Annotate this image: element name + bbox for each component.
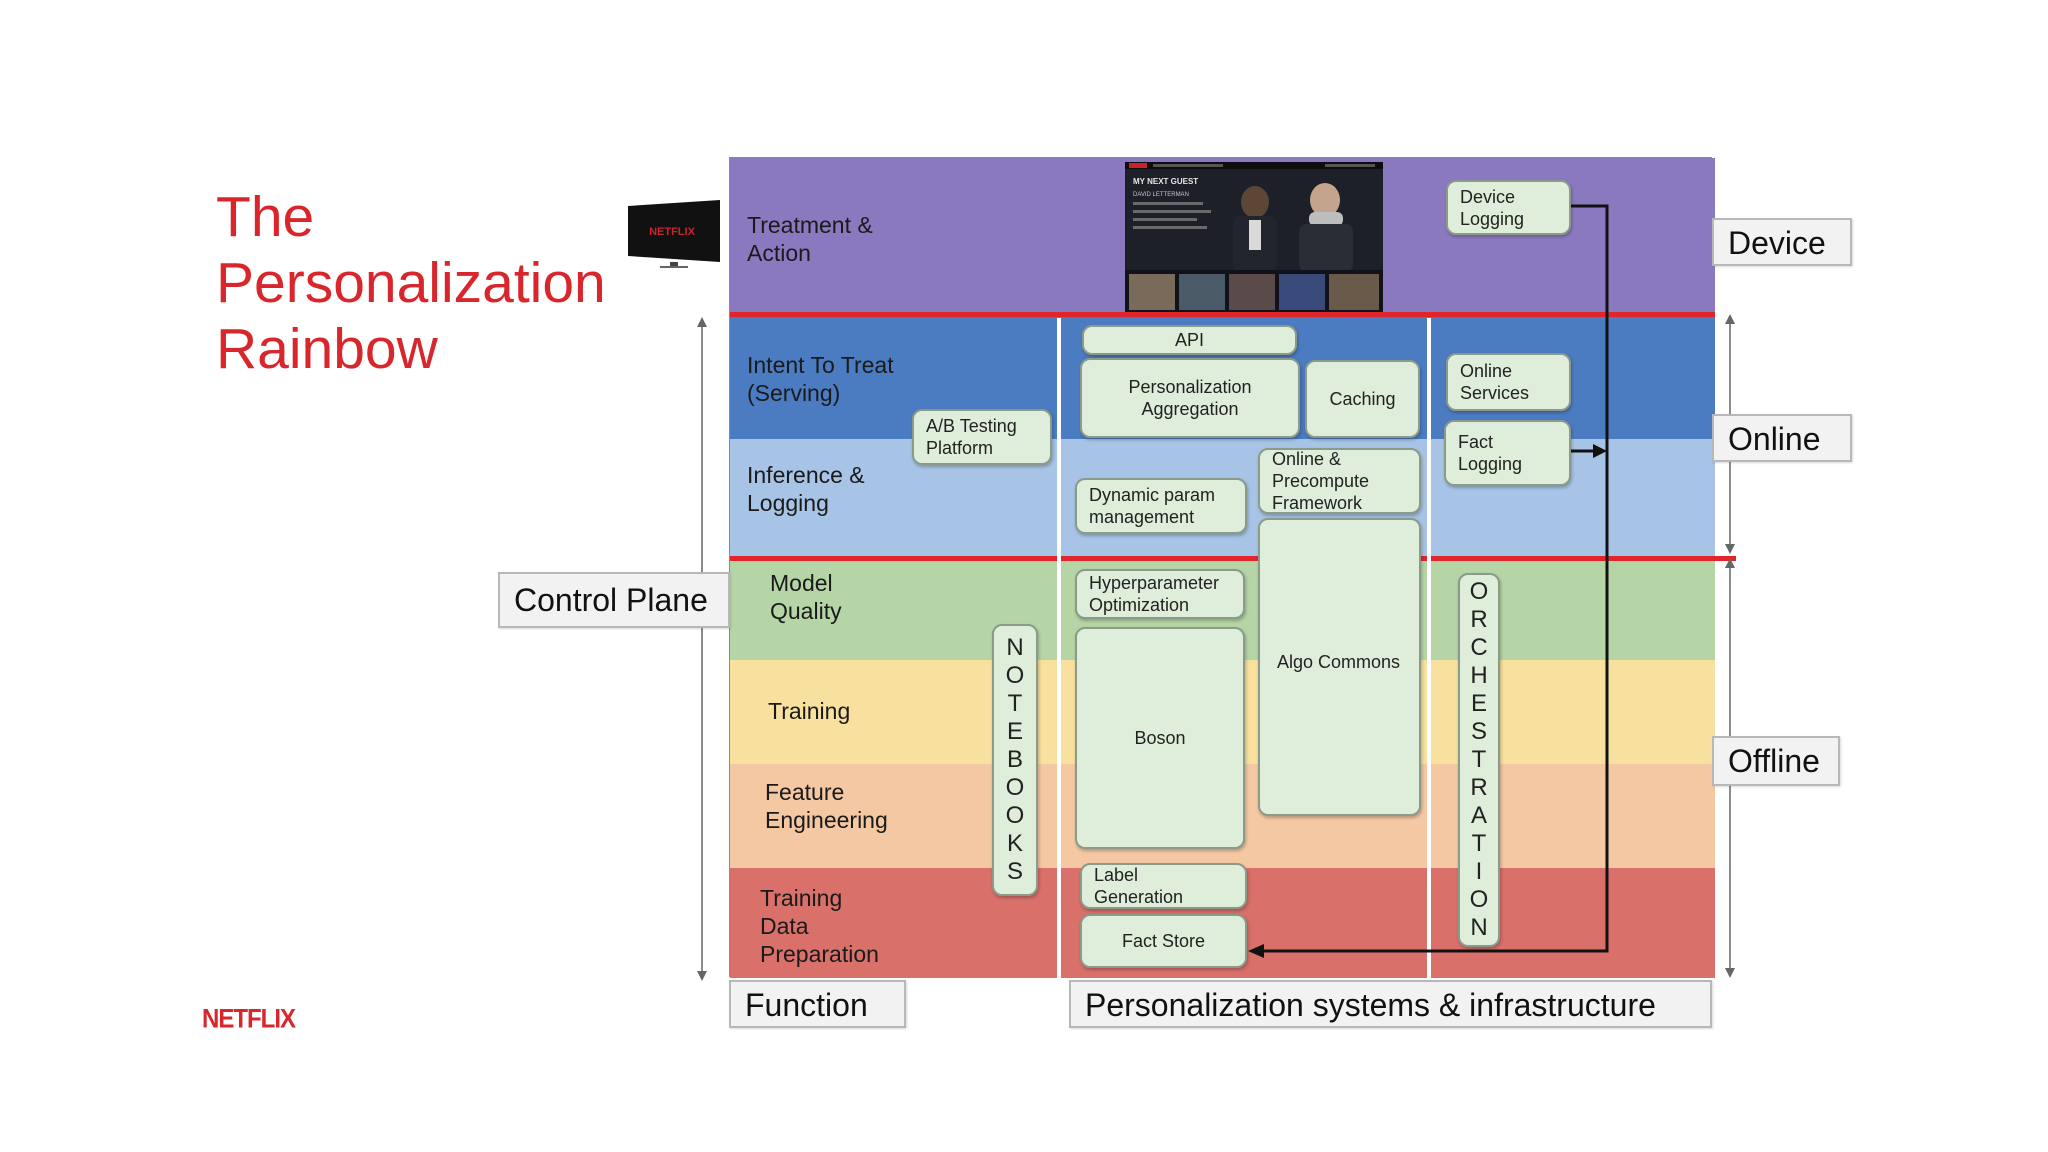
orchestration-letter: O	[1469, 578, 1489, 605]
notebooks-letter: T	[1007, 690, 1023, 717]
algo-commons-box	[1258, 518, 1421, 816]
orchestration-letter: T	[1471, 746, 1487, 773]
orchestration-letter: H	[1470, 662, 1488, 689]
orchestration-letter: I	[1475, 858, 1483, 885]
device-logging-to-fact-store-arrow	[1253, 204, 1609, 953]
band-label-training: Training	[768, 698, 851, 724]
column-separator-right	[1427, 318, 1431, 978]
notebooks-letter: S	[1006, 858, 1023, 885]
online-services-box: Online Services	[1446, 353, 1571, 411]
boson-box: Boson	[1075, 627, 1245, 849]
screenshot-subheader: DAVID LETTERMAN	[1133, 192, 1189, 198]
band-label-inference: Inference & Logging	[747, 462, 865, 516]
device-logging-box: Device Logging	[1446, 180, 1571, 235]
screenshot-header: MY NEXT GUEST	[1133, 177, 1198, 186]
dynamic-param-management-box: Dynamic param management	[1075, 478, 1247, 534]
orchestration-box: O R C H E S T R A T I O N	[1458, 573, 1500, 947]
ab-testing-platform-box: A/B Testing Platform	[912, 409, 1052, 465]
notebooks-letter: K	[1006, 830, 1023, 857]
column-separator-left	[1057, 318, 1061, 978]
label-generation-box: Label Generation	[1080, 863, 1247, 909]
notebooks-letter: B	[1006, 746, 1023, 773]
orchestration-letter: T	[1471, 830, 1487, 857]
hyperparameter-optimization-box: Hyperparameter Optimization	[1075, 569, 1245, 619]
band-label-feature: Feature Engineering	[765, 779, 888, 833]
fact-store-box: Fact Store	[1080, 914, 1247, 968]
data-flow-arrows	[1248, 204, 1609, 958]
fact-logging-arrowhead	[1593, 444, 1607, 458]
fact-logging-box: Fact Logging	[1444, 420, 1571, 486]
online-offline-divider	[730, 556, 1736, 561]
tv-icon: NETFLIX	[626, 198, 722, 270]
orchestration-letter: E	[1470, 690, 1487, 717]
offline-tag: Offline	[1712, 736, 1840, 786]
api-box: API	[1082, 325, 1297, 355]
personalization-aggregation-box: Personalization Aggregation	[1080, 358, 1300, 438]
band-label-model-quality: Model Quality	[770, 570, 842, 624]
caching-box: Caching	[1305, 360, 1420, 438]
notebooks-letter: N	[1006, 634, 1024, 661]
band-label-treatment: Treatment & Action	[747, 212, 873, 266]
orchestration-letter: S	[1470, 718, 1487, 745]
orchestration-letter: R	[1470, 774, 1488, 801]
control-plane-tag: Control Plane	[498, 572, 730, 628]
tv-logo-text: NETFLIX	[649, 226, 695, 238]
netflix-logo: NETFLIX	[202, 1004, 296, 1035]
control-plane-axis	[697, 317, 707, 981]
rainbow-diagram: Treatment & Action Intent To Treat (Serv…	[729, 157, 1736, 978]
orchestration-letter: N	[1470, 914, 1488, 941]
orchestration-letter: O	[1469, 886, 1489, 913]
device-tag: Device	[1712, 218, 1852, 266]
slide-title: The Personalization Rainbow	[216, 185, 606, 381]
band-label-intent: Intent To Treat (Serving)	[747, 352, 894, 406]
orchestration-letter: R	[1470, 606, 1488, 633]
orchestration-letter: C	[1470, 634, 1488, 661]
notebooks-letter: O	[1005, 662, 1025, 689]
notebooks-letter: E	[1006, 718, 1023, 745]
function-tag: Function	[729, 980, 906, 1028]
online-precompute-framework-box: Online & Precompute Framework	[1258, 448, 1421, 514]
online-tag: Online	[1712, 414, 1852, 462]
netflix-ui-screenshot: MY NEXT GUEST DAVID LETTERMAN	[1125, 162, 1383, 312]
notebooks-letter: O	[1005, 802, 1025, 829]
device-online-divider	[730, 312, 1715, 317]
algo-commons-label: Algo Commons	[1276, 652, 1401, 672]
orchestration-letter: A	[1470, 802, 1487, 829]
band-label-data-prep: Training Data Preparation	[760, 885, 879, 967]
fact-store-arrowhead	[1248, 944, 1264, 958]
systems-tag: Personalization systems & infrastructure	[1069, 980, 1712, 1028]
notebooks-box: N O T E B O O K S	[992, 624, 1038, 896]
notebooks-letter: O	[1005, 774, 1025, 801]
